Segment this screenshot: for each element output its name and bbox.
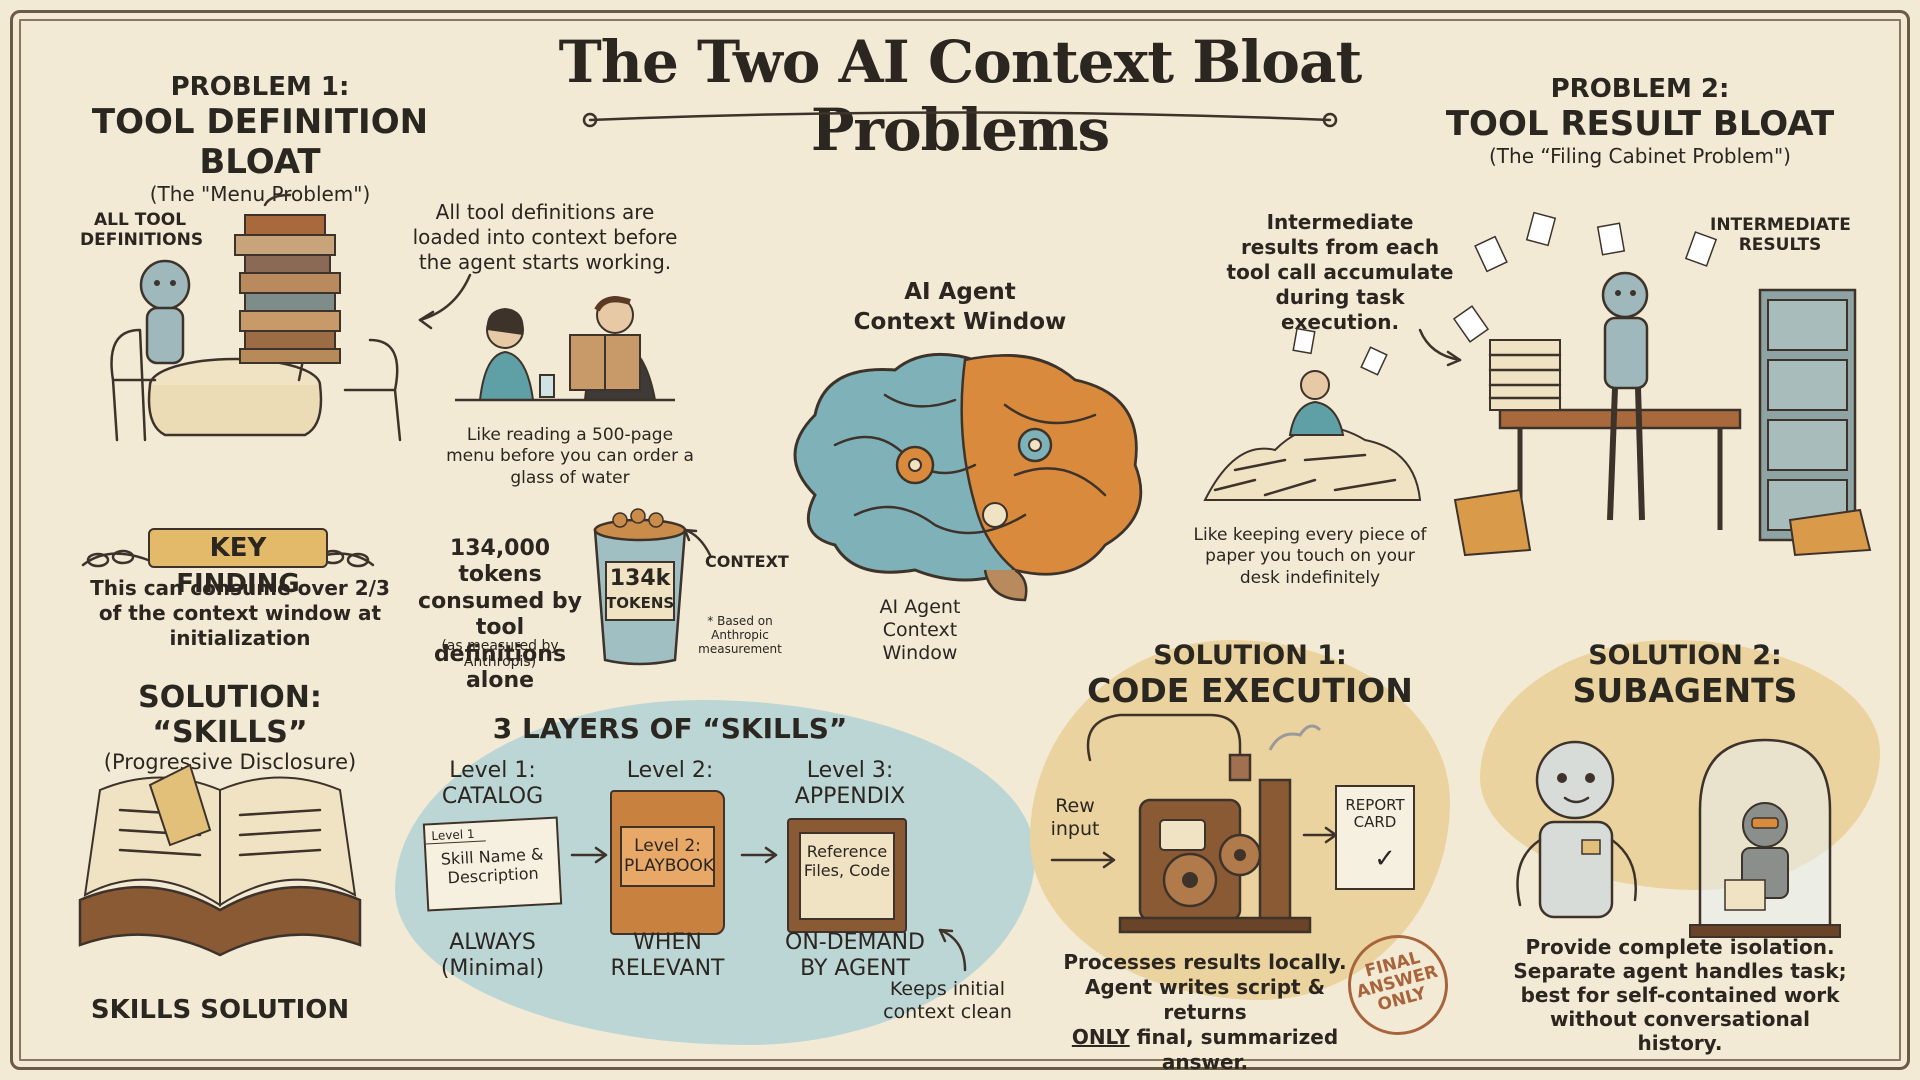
level3-cabinet-card: Reference Files, Code bbox=[787, 818, 907, 933]
intermediate-results-label: INTERMEDIATE RESULTS bbox=[1710, 215, 1851, 256]
paper-analogy: Like keeping every piece of paper you to… bbox=[1193, 525, 1427, 588]
arrow-to-cabinet bbox=[1418, 328, 1462, 367]
menu-scene-illustration bbox=[110, 193, 402, 442]
raw-input-label: Rew input bbox=[1050, 795, 1100, 840]
page-title: The Two AI Context Bloat Problems bbox=[558, 28, 1363, 164]
report-card-check-icon: ✓ bbox=[1374, 843, 1396, 874]
problem1-header: PROBLEM 1: TOOL DEFINITION BLOAT (The "M… bbox=[60, 72, 460, 206]
problem2-description: Intermediate results from each tool call… bbox=[1226, 210, 1454, 334]
page-border bbox=[10, 10, 1910, 1070]
skills-note: Keeps initial context clean bbox=[883, 978, 1012, 1023]
solution2-heading-title: SUBAGENTS bbox=[1572, 671, 1798, 710]
solution1-description: Processes results locally. Agent writes … bbox=[1040, 950, 1370, 1075]
level1-card: Level 1 Skill Name & Description bbox=[422, 816, 563, 912]
arrow-level2-to-3 bbox=[740, 846, 778, 864]
subagents-illustration bbox=[1516, 738, 1841, 938]
arrow-to-books bbox=[418, 273, 472, 330]
level3-footer: ON-DEMAND BY AGENT bbox=[785, 930, 925, 982]
problem1-heading-number: PROBLEM 1: bbox=[170, 72, 350, 102]
solution1-desc-line3-wrap: ONLY final, summarized answer. bbox=[1040, 1025, 1370, 1075]
level3-heading: Level 3: APPENDIX bbox=[794, 758, 906, 810]
solution1-desc-only: ONLY bbox=[1071, 1025, 1130, 1049]
token-bucket bbox=[593, 508, 687, 666]
solution1-desc-line3: final, summarized answer. bbox=[1136, 1025, 1339, 1074]
problem1-subtitle: (The "Menu Problem") bbox=[149, 182, 371, 206]
bucket-context-label: CONTEXT bbox=[705, 552, 789, 571]
solution2-header: SOLUTION 2: SUBAGENTS bbox=[1540, 640, 1830, 710]
steam-engine-illustration bbox=[1086, 713, 1322, 934]
arrow-keeps-clean bbox=[938, 928, 967, 972]
title-flourish bbox=[582, 111, 1338, 128]
brain-label-bottom: AI Agent Context Window bbox=[879, 596, 961, 664]
bucket-footnote: * Based on Anthropic measurement bbox=[698, 614, 782, 656]
open-book-illustration bbox=[78, 763, 362, 957]
key-finding-text: This can consume over 2/3 of the context… bbox=[90, 576, 390, 650]
tokens-measurement-note: (as measured by Anthropis) bbox=[441, 638, 559, 670]
brain-illustration bbox=[793, 352, 1143, 602]
problem2-heading-number: PROBLEM 2: bbox=[1550, 74, 1730, 104]
problem2-header: PROBLEM 2: TOOL RESULT BLOAT (The “Filin… bbox=[1440, 74, 1840, 168]
level1-card-text: Skill Name & Description bbox=[440, 844, 544, 888]
solution1-heading-title: CODE EXECUTION bbox=[1087, 671, 1413, 710]
level1-heading: Level 1: CATALOG bbox=[441, 758, 544, 810]
level3-card-text: Reference Files, Code bbox=[799, 832, 895, 920]
all-tools-label: ALL TOOL DEFINITIONS bbox=[80, 210, 204, 251]
solution1-desc-line2: Agent writes script & returns bbox=[1084, 975, 1326, 1024]
arrow-to-bucket bbox=[683, 528, 712, 557]
problem1-heading-title: TOOL DEFINITION BLOAT bbox=[91, 102, 429, 182]
solution1-header: SOLUTION 1: CODE EXECUTION bbox=[1085, 640, 1415, 710]
couple-reading-menu-illustration bbox=[455, 296, 675, 402]
skills-layers-title: 3 LAYERS OF “SKILLS” bbox=[492, 712, 848, 745]
level2-footer: WHEN RELEVANT bbox=[610, 930, 725, 982]
paper-pile-illustration bbox=[1203, 327, 1422, 501]
level2-card-text: Level 2: PLAYBOOK bbox=[620, 826, 715, 887]
solution2-description: Provide complete isolation. Separate age… bbox=[1513, 935, 1847, 1055]
problem2-heading-title: TOOL RESULT BLOAT bbox=[1445, 104, 1835, 144]
report-card-label: REPORT CARD bbox=[1345, 796, 1405, 832]
report-card: REPORT CARD ✓ bbox=[1335, 785, 1415, 890]
skills-solution-caption: SKILLS SOLUTION bbox=[90, 995, 350, 1025]
problem2-subtitle: (The “Filing Cabinet Problem") bbox=[1489, 144, 1791, 168]
solution2-heading-number: SOLUTION 2: bbox=[1588, 640, 1782, 671]
key-finding-badge: KEY FINDING bbox=[148, 528, 328, 599]
level1-footer: ALWAYS (Minimal) bbox=[440, 930, 545, 982]
level2-heading: Level 2: bbox=[626, 758, 714, 783]
brain-label-top: AI Agent Context Window bbox=[853, 279, 1067, 335]
solution1-desc-line1: Processes results locally. bbox=[1063, 950, 1347, 974]
filing-cabinet-illustration bbox=[1452, 211, 1872, 557]
bucket-token-value: 134k bbox=[609, 566, 671, 591]
arrow-raw-input bbox=[1050, 851, 1116, 869]
arrow-level1-to-2 bbox=[570, 846, 608, 864]
skills-heading: SOLUTION: “SKILLS” bbox=[138, 680, 322, 750]
solution1-heading-number: SOLUTION 1: bbox=[1153, 640, 1347, 671]
skills-header: SOLUTION: “SKILLS” (Progressive Disclosu… bbox=[60, 680, 400, 774]
menu-analogy: Like reading a 500-page menu before you … bbox=[446, 425, 694, 488]
tokens-consumed-text: 134,000 tokens consumed by tool definiti… bbox=[418, 536, 582, 693]
skills-subtitle: (Progressive Disclosure) bbox=[103, 750, 357, 774]
bucket-token-unit: TOKENS bbox=[606, 594, 675, 612]
level2-playbook-card: Level 2: PLAYBOOK bbox=[610, 790, 725, 935]
problem1-description: All tool definitions are loaded into con… bbox=[412, 200, 678, 274]
